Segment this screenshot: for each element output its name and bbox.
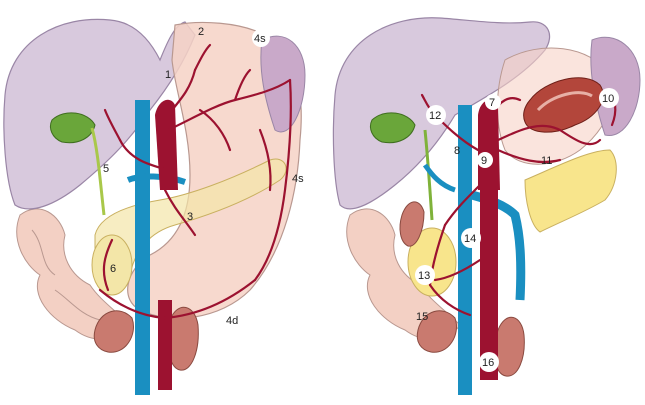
right-panel: 7 8 9 10 11 12 13 14 15 16	[332, 17, 641, 395]
label-16: 16	[482, 357, 494, 369]
portal-branch-right-2	[422, 163, 456, 193]
label-15: 15	[416, 311, 428, 323]
bile-duct	[90, 127, 106, 216]
left-panel: 1 2 3 4s 4s 4d 5 6	[3, 18, 306, 395]
duodenum	[91, 234, 133, 296]
intestine-fold-2	[54, 289, 101, 321]
label-3: 3	[187, 211, 193, 223]
label-7: 7	[489, 97, 495, 109]
kidney-right-lower	[416, 310, 457, 353]
label-10: 10	[602, 93, 614, 105]
gallbladder-right	[369, 112, 416, 144]
label-4s-top: 4s	[254, 33, 266, 45]
colon-segment-right	[494, 317, 525, 377]
label-4s-right: 4s	[292, 173, 304, 185]
kidney-right-inner	[536, 91, 593, 112]
aorta-lower	[158, 300, 172, 390]
label-11: 11	[541, 155, 552, 167]
kidney-right-mid	[399, 201, 425, 247]
label-4d: 4d	[226, 315, 238, 327]
kidney-left	[93, 310, 134, 353]
label-12: 12	[429, 110, 441, 122]
label-2: 2	[198, 26, 204, 38]
bile-duct-right	[423, 129, 434, 221]
pancreas-right	[524, 149, 617, 233]
label-6: 6	[110, 263, 116, 275]
aorta-right-lower	[480, 190, 498, 380]
arteries-left	[98, 43, 292, 320]
label-8: 8	[454, 145, 460, 157]
portal-vein	[135, 100, 150, 395]
aorta-right	[478, 99, 500, 190]
label-1: 1	[165, 69, 171, 81]
portal-vein-right	[458, 105, 472, 395]
label-13: 13	[418, 270, 430, 282]
label-5: 5	[103, 163, 109, 175]
label-14: 14	[464, 233, 476, 245]
portal-branch	[126, 173, 186, 185]
label-9: 9	[481, 155, 487, 167]
gallbladder	[49, 112, 96, 144]
intestine-fold-1	[31, 229, 56, 276]
